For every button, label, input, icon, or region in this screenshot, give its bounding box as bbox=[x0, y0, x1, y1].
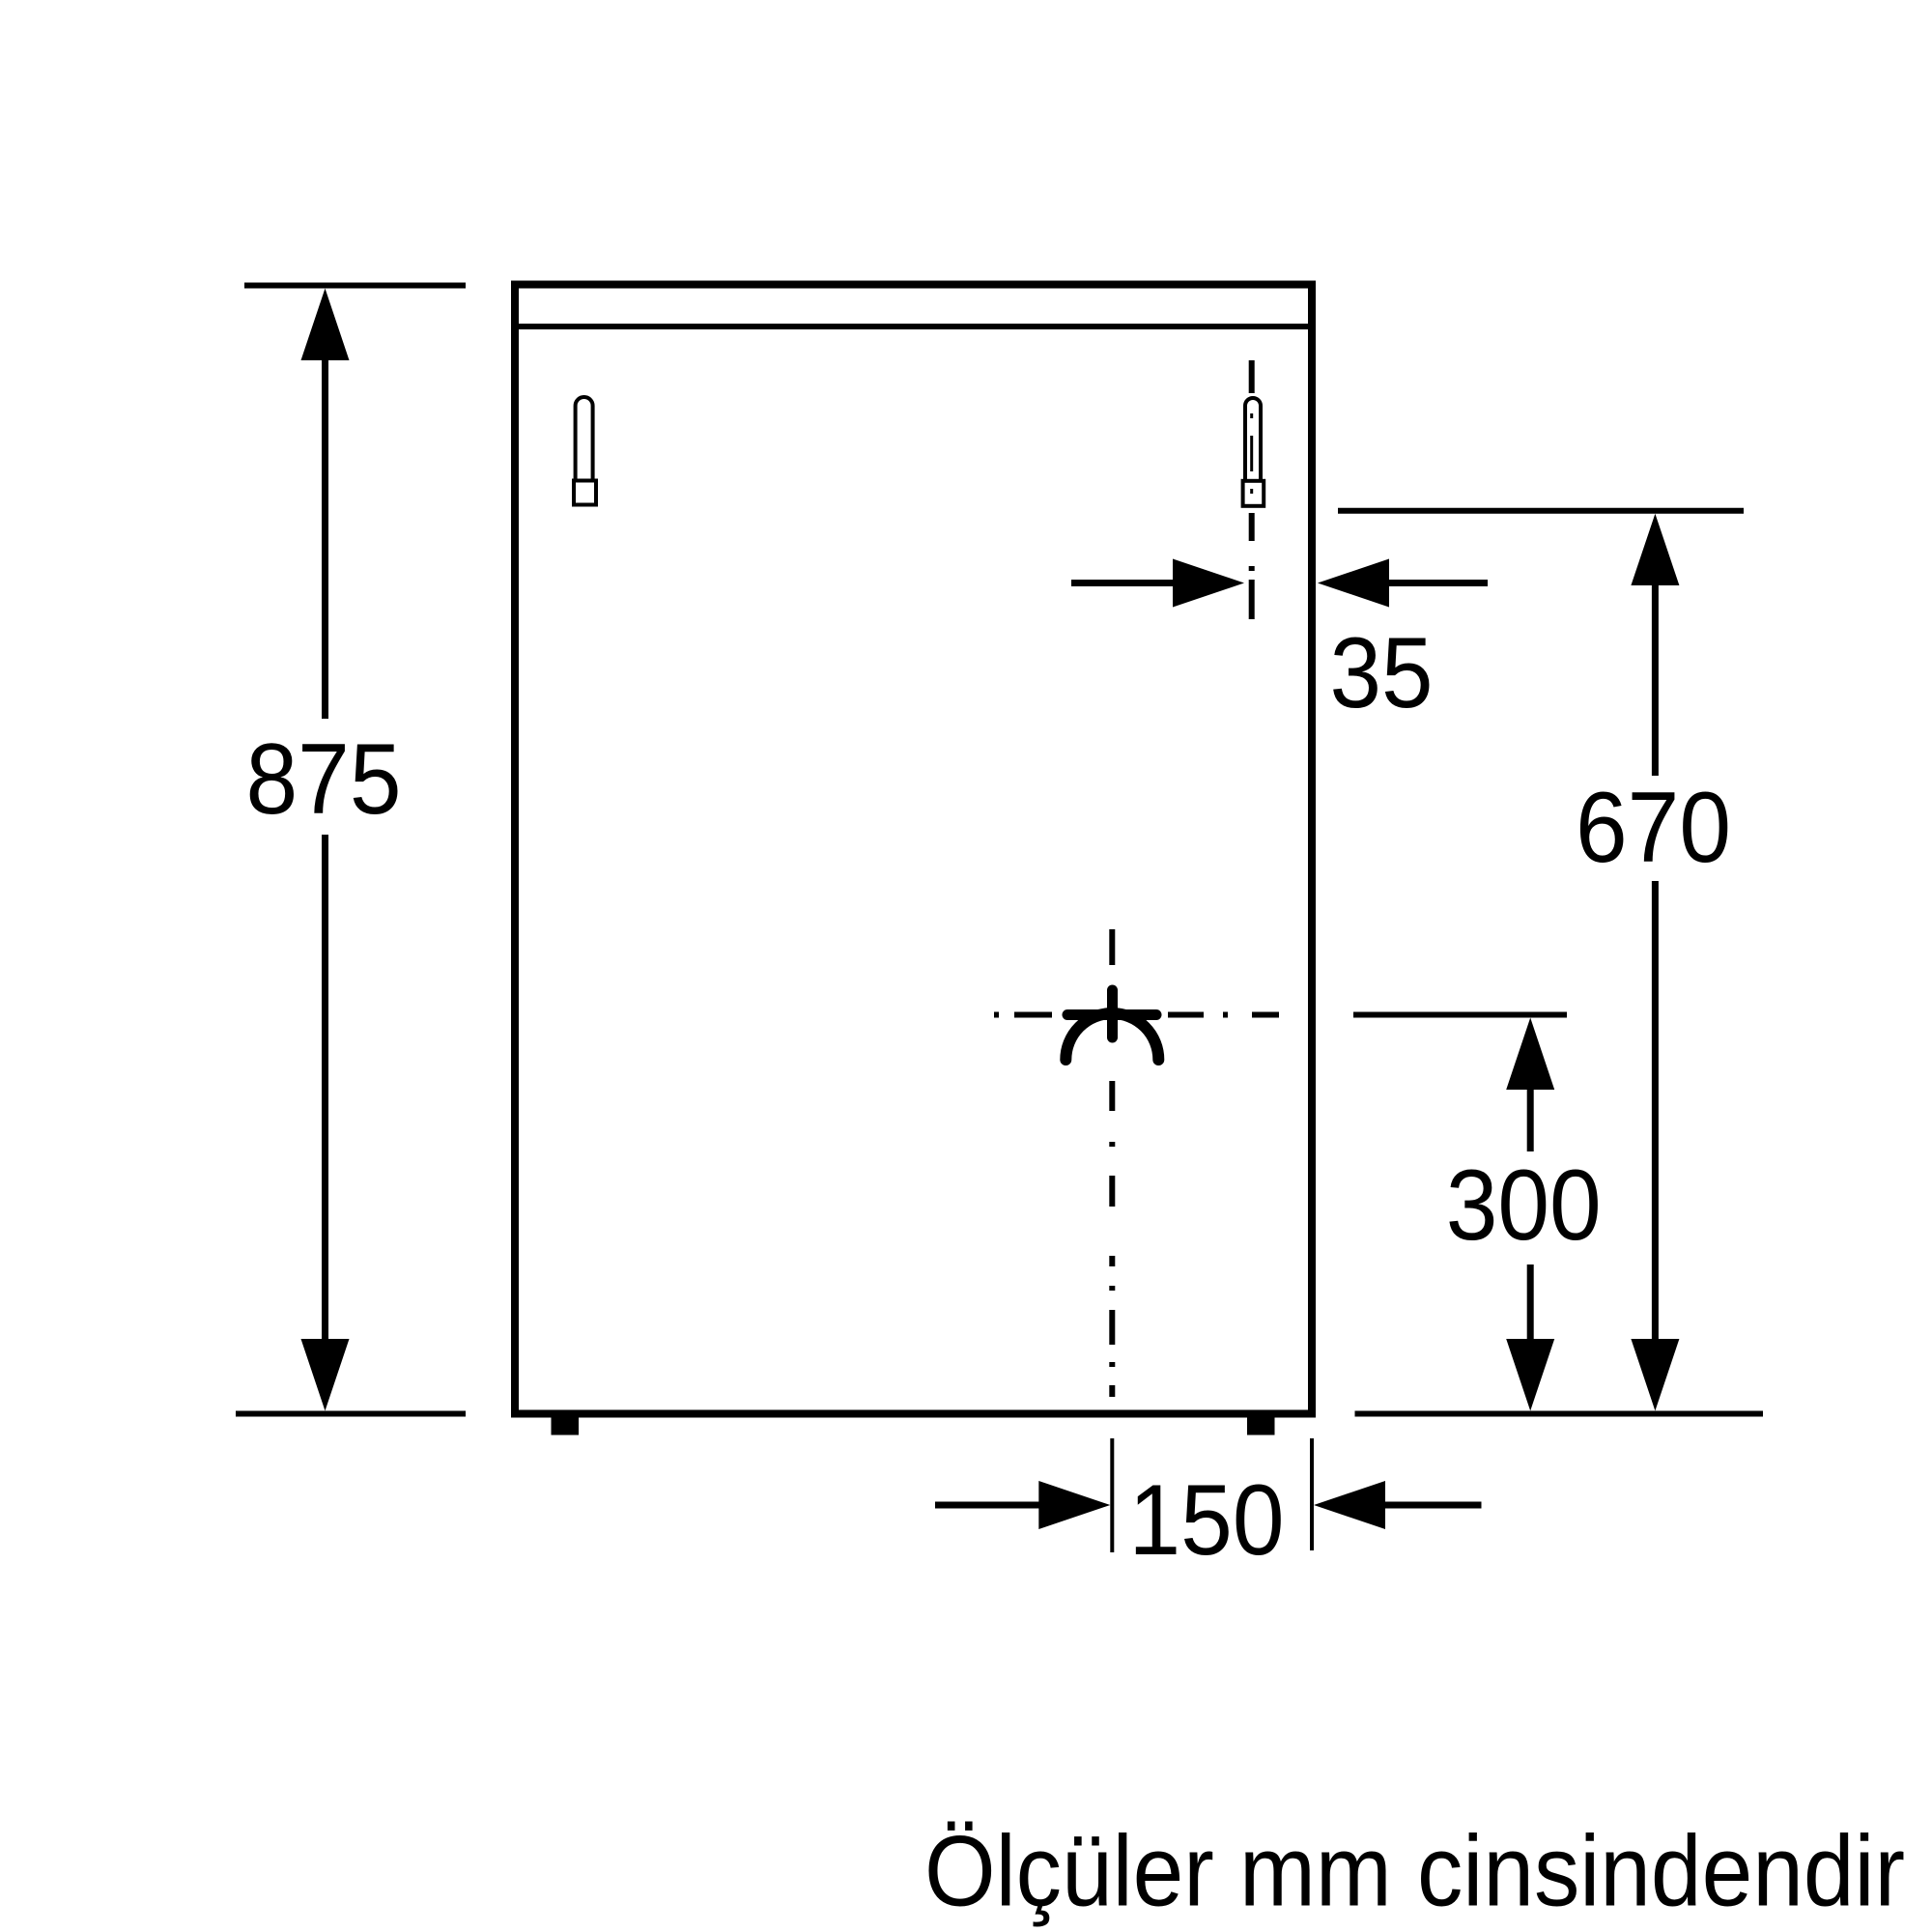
svg-text:Ölçüler mm cinsindendir: Ölçüler mm cinsindendir bbox=[924, 1816, 1905, 1928]
svg-text:300: 300 bbox=[1446, 1150, 1602, 1262]
svg-text:150: 150 bbox=[1129, 1464, 1285, 1577]
svg-text:875: 875 bbox=[246, 724, 402, 836]
svg-text:670: 670 bbox=[1576, 772, 1731, 884]
svg-text:35: 35 bbox=[1330, 617, 1434, 729]
